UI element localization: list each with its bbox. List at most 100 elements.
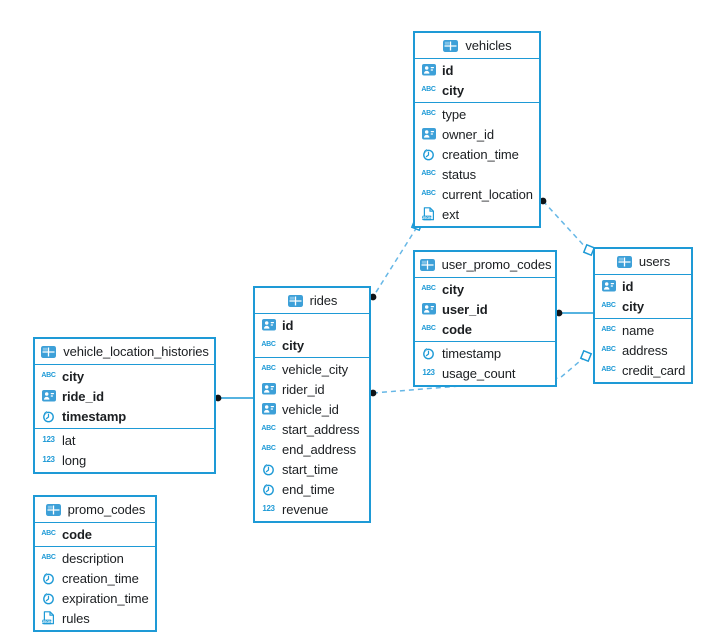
column-name: city [442,281,465,297]
svg-text:JSON: JSON [42,620,52,624]
table-icon [45,503,62,517]
text-abc-icon: ABC [421,325,436,332]
user-badge-icon [260,382,277,396]
column-row-city: ABC city [415,80,539,100]
column-name: id [442,62,454,78]
user-badge-icon [260,402,277,416]
column-row-rider_id: rider_id [255,379,369,399]
text-abc-icon: ABC [421,285,436,292]
table-icon [287,294,304,308]
user-badge-icon [420,302,437,316]
column-name: city [442,82,465,98]
column-name: ride_id [62,388,104,404]
table-header: user_promo_codes [415,252,555,278]
text-abc-icon: ABC [601,366,616,373]
table-title: rides [309,293,338,308]
column-name: type [442,106,467,122]
table-icon [616,255,633,269]
column-row-start_time: start_time [255,459,369,479]
column-row-expiration_time: expiration_time [35,588,155,608]
column-row-id: id [415,60,539,80]
text-abc-icon: ABC [421,110,436,117]
column-name: city [622,298,645,314]
user-badge-icon [420,127,437,141]
column-name: id [282,317,294,333]
column-name: city [62,368,85,384]
text-abc-icon: ABC [421,86,436,93]
column-row-timestamp: timestamp [35,406,214,426]
text-abc-icon: ABC [601,302,616,309]
column-row-ride_id: ride_id [35,386,214,406]
user-badge-icon [600,279,617,293]
table-header: vehicles [415,33,539,59]
relationship-vehicles-rides [372,226,418,298]
table-title: vehicle_location_histories [63,344,209,359]
text-abc-icon: ABC [261,445,276,452]
column-name: user_id [442,301,488,317]
text-abc-icon: ABC [601,346,616,353]
column-row-code: ABC code [415,319,555,339]
clock-icon [40,591,57,605]
text-abc-icon: ABC [421,190,436,197]
text-abc-icon: ABC [41,530,56,537]
table-icon [40,345,57,359]
column-row-ext: JSON ext [415,204,539,224]
column-name: rules [62,610,90,626]
column-name: id [622,278,634,294]
column-row-vehicle_id: vehicle_id [255,399,369,419]
number-123-icon: 123 [42,435,55,444]
text-abc-icon: ABC [261,341,276,348]
column-name: creation_time [442,146,519,162]
column-name: credit_card [622,362,686,378]
column-name: vehicle_city [282,361,348,377]
column-name: usage_count [442,365,516,381]
column-row-id: id [595,276,691,296]
column-row-owner_id: owner_id [415,124,539,144]
column-row-current_location: ABC current_location [415,184,539,204]
text-abc-icon: ABC [601,326,616,333]
column-name: long [62,452,87,468]
column-name: vehicle_id [282,401,339,417]
column-name: timestamp [442,345,502,361]
column-name: code [442,321,472,337]
column-row-timestamp: timestamp [415,343,555,363]
column-row-end_time: end_time [255,479,369,499]
column-row-type: ABC type [415,104,539,124]
column-row-long: 123 long [35,450,214,470]
column-row-id: id [255,315,369,335]
column-name: current_location [442,186,533,202]
svg-text:JSON: JSON [422,216,432,220]
column-row-rules: JSON rules [35,608,155,628]
table-icon [419,258,436,272]
column-name: ext [442,206,460,222]
text-abc-icon: ABC [261,365,276,372]
column-name: expiration_time [62,590,149,606]
number-123-icon: 123 [42,455,55,464]
clock-icon [260,462,277,476]
text-abc-icon: ABC [421,170,436,177]
